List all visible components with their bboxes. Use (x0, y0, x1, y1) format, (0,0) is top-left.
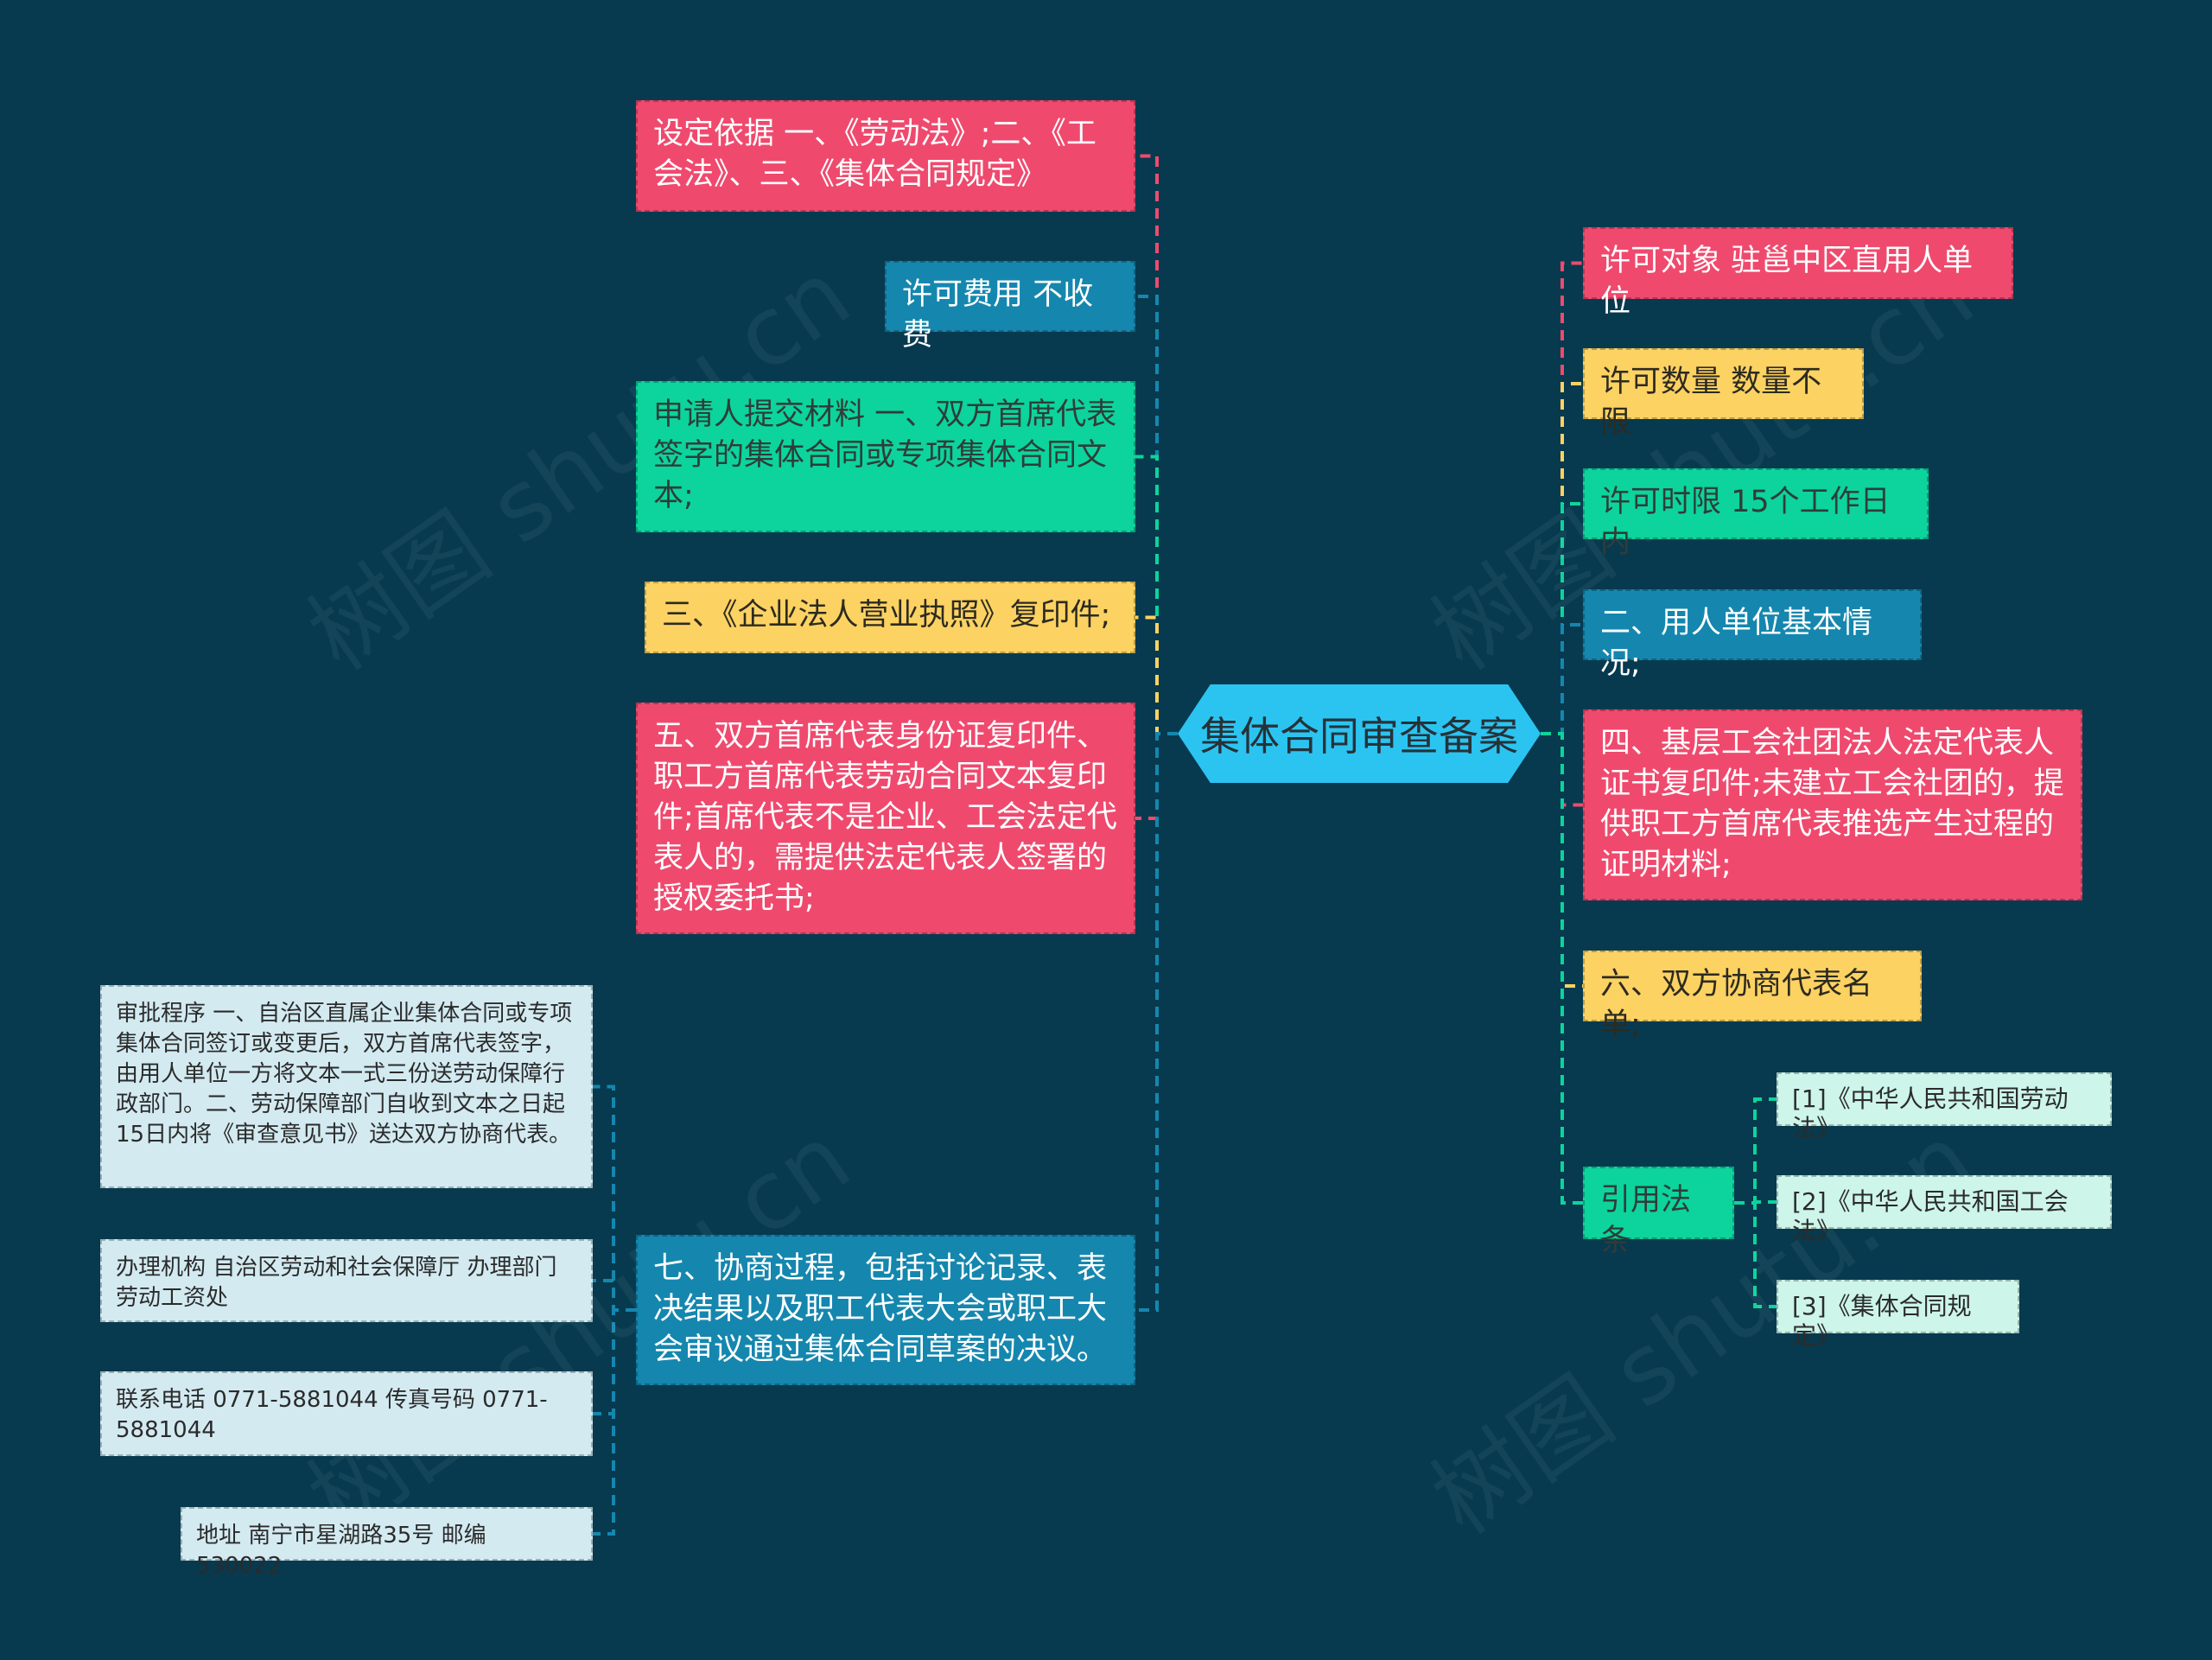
connector-left (1135, 732, 1178, 1312)
citation-union-law[interactable]: [2]《中华人民共和国工会法》 (1777, 1175, 2112, 1245)
leaf-contact[interactable]: 联系电话 0771-5881044 传真号码 0771-5881044 (100, 1371, 593, 1456)
node-target[interactable]: 许可对象 驻邕中区直用人单位 (1583, 227, 2013, 319)
node-materials[interactable]: 申请人提交材料 一、双方首席代表签字的集体合同或专项集体合同文本; (636, 381, 1135, 532)
central-topic[interactable]: 集体合同审查备案 (1178, 684, 1541, 783)
node-representatives-list[interactable]: 六、双方协商代表名单; (1583, 951, 1922, 1042)
connector-left (1135, 455, 1178, 735)
node-business-license[interactable]: 三、《企业法人营业执照》复印件; (645, 582, 1135, 653)
node-employer-info[interactable]: 二、用人单位基本情况; (1583, 589, 1922, 681)
citation-labor-law[interactable]: [1]《中华人民共和国劳动法》 (1777, 1072, 2112, 1142)
node-cited-laws[interactable]: 引用法条 (1583, 1167, 1734, 1258)
connector-citation (1734, 1097, 1777, 1205)
leaf-approval-procedure[interactable]: 审批程序 一、自治区直属企业集体合同或专项集体合同签订或变更后，双方首席代表签字… (100, 985, 593, 1188)
leaf-agency[interactable]: 办理机构 自治区劳动和社会保障厅 办理部门 劳动工资处 (100, 1239, 593, 1322)
connector-left (1135, 615, 1178, 735)
leaf-address[interactable]: 地址 南宁市星湖路35号 邮编 530022 (181, 1507, 593, 1579)
node-union-certificate[interactable]: 四、基层工会社团法人法定代表人证书复印件;未建立工会社团的，提供职工方首席代表推… (1583, 709, 2082, 900)
connector-leaf (593, 1279, 636, 1312)
connector-right (1541, 502, 1583, 735)
node-id-copies[interactable]: 五、双方首席代表身份证复印件、职工方首席代表劳动合同文本复印件;首席代表不是企业… (636, 703, 1135, 934)
connector-citation (1734, 1201, 1777, 1308)
citation-collective-contract-rules[interactable]: [3]《集体合同规定》 (1777, 1280, 2019, 1350)
node-quantity[interactable]: 许可数量 数量不限 (1583, 348, 1864, 440)
connector-right (1541, 732, 1583, 1205)
node-time-limit[interactable]: 许可时限 15个工作日内 (1583, 468, 1929, 560)
connector-leaf (593, 1308, 636, 1536)
connector-right (1541, 623, 1583, 735)
connector-leaf (593, 1084, 636, 1312)
node-fee[interactable]: 许可费用 不收费 (885, 261, 1135, 353)
node-legal-basis[interactable]: 设定依据 一、《劳动法》;二、《工会法》、三、《集体合同规定》 (636, 100, 1135, 212)
connector-right (1541, 261, 1583, 735)
connector-left (1135, 295, 1178, 735)
node-negotiation-process[interactable]: 七、协商过程，包括讨论记录、表决结果以及职工代表大会或职工大会审议通过集体合同草… (636, 1235, 1135, 1385)
